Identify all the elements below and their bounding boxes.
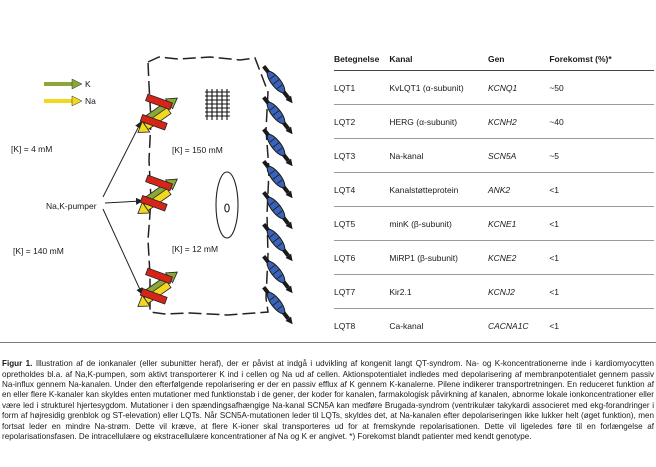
cell-name: LQT2 <box>334 104 390 139</box>
cell-gene: KCNE2 <box>487 240 550 275</box>
cell-gene: KCNJ2 <box>487 274 550 309</box>
table-row: LQT4 Kanalstøtteprotein ANK2 <1 <box>334 172 654 207</box>
legend-na-label: Na <box>85 96 96 106</box>
table-header-row: Betegnelse Kanal Gen Forekomst (%)* <box>334 54 654 71</box>
na-legend-arrow <box>44 95 83 107</box>
cell-freq: <1 <box>549 240 654 275</box>
table-row: LQT5 minK (β-subunit) KCNE1 <1 <box>334 206 654 241</box>
na-k-pump-2 <box>122 162 189 225</box>
cell-name: LQT4 <box>334 172 390 207</box>
cell-channel: HERG (α-subunit) <box>389 104 488 139</box>
cell-name: LQT8 <box>334 308 390 343</box>
cell-freq: <1 <box>549 274 654 309</box>
table-row: LQT8 Ca-kanal CACNA1C <1 <box>334 308 654 343</box>
cell-name: LQT3 <box>334 138 390 173</box>
cell-channel: KvLQT1 (α-subunit) <box>389 70 488 105</box>
lqt-table: Betegnelse Kanal Gen Forekomst (%)* LQT1… <box>334 54 654 343</box>
myofibril-striations <box>205 89 230 120</box>
table-row: LQT3 Na-kanal SCN5A ~5 <box>334 138 654 173</box>
cell-channel: Kir2.1 <box>389 274 488 309</box>
table-row: LQT1 KvLQT1 (α-subunit) KCNQ1 ~50 <box>334 70 654 105</box>
cell-channel: MiRP1 (β-subunit) <box>389 240 488 275</box>
cell-channel: minK (β-subunit) <box>389 206 488 241</box>
cell-gene: KCNQ1 <box>487 70 550 105</box>
cell-channel: Kanalstøtteprotein <box>389 172 488 207</box>
caption-label: Figur 1. <box>2 359 33 369</box>
cell-name: LQT1 <box>334 70 390 105</box>
table-row: LQT7 Kir2.1 KCNJ2 <1 <box>334 274 654 309</box>
nucleus <box>215 171 239 239</box>
cell-gene: CACNA1C <box>487 308 550 343</box>
col-header-forekomst: Forekomst (%)* <box>549 54 654 71</box>
table-row: LQT2 HERG (α-subunit) KCNH2 ~40 <box>334 104 654 139</box>
cardiomyocyte-diagram <box>44 56 299 330</box>
cell-freq: <1 <box>549 206 654 241</box>
cell-freq: ~50 <box>549 70 654 105</box>
cell-gene: SCN5A <box>487 138 550 173</box>
cell-name: LQT5 <box>334 206 390 241</box>
legend-k-label: K <box>85 79 91 89</box>
caption-text: Illustration af de ionkanaler (eller sub… <box>2 359 654 441</box>
cell-channel: Ca-kanal <box>389 308 488 343</box>
cell-gene: KCNH2 <box>487 104 550 139</box>
col-header-betegnelse: Betegnelse <box>334 54 390 71</box>
cell-freq: <1 <box>549 308 654 343</box>
cell-freq: ~40 <box>549 104 654 139</box>
table-row: LQT6 MiRP1 (β-subunit) KCNE2 <1 <box>334 240 654 275</box>
col-header-kanal: Kanal <box>389 54 488 71</box>
cell-name: LQT6 <box>334 240 390 275</box>
cell-gene: ANK2 <box>487 172 550 207</box>
k-legend-arrow <box>44 78 83 90</box>
caption-divider <box>0 342 656 343</box>
k-extracellular-label: [K] = 4 mM <box>11 144 53 154</box>
cell-channel: Na-kanal <box>389 138 488 173</box>
na-k-pump-1 <box>122 81 189 144</box>
k-extracellular-label-2: [K] = 140 mM <box>13 246 64 256</box>
cell-name: LQT7 <box>334 274 390 309</box>
figure-caption: Figur 1. Illustration af de ionkanaler (… <box>2 359 654 442</box>
k-intracellular-label: [K] = 150 mM <box>172 145 223 155</box>
cell-gene: KCNE1 <box>487 206 550 241</box>
cell-freq: ~5 <box>549 138 654 173</box>
k-intracellular-label-2: [K] = 12 mM <box>172 244 219 254</box>
na-k-pump-3 <box>122 255 189 318</box>
col-header-gen: Gen <box>487 54 550 71</box>
na-k-pump-label: Na,K-pumper <box>46 201 97 211</box>
pump-arrows <box>102 121 143 295</box>
figure: K Na [K] = 150 mM [K] = 4 mM Na,K-pumper… <box>11 54 654 343</box>
cell-freq: <1 <box>549 172 654 207</box>
